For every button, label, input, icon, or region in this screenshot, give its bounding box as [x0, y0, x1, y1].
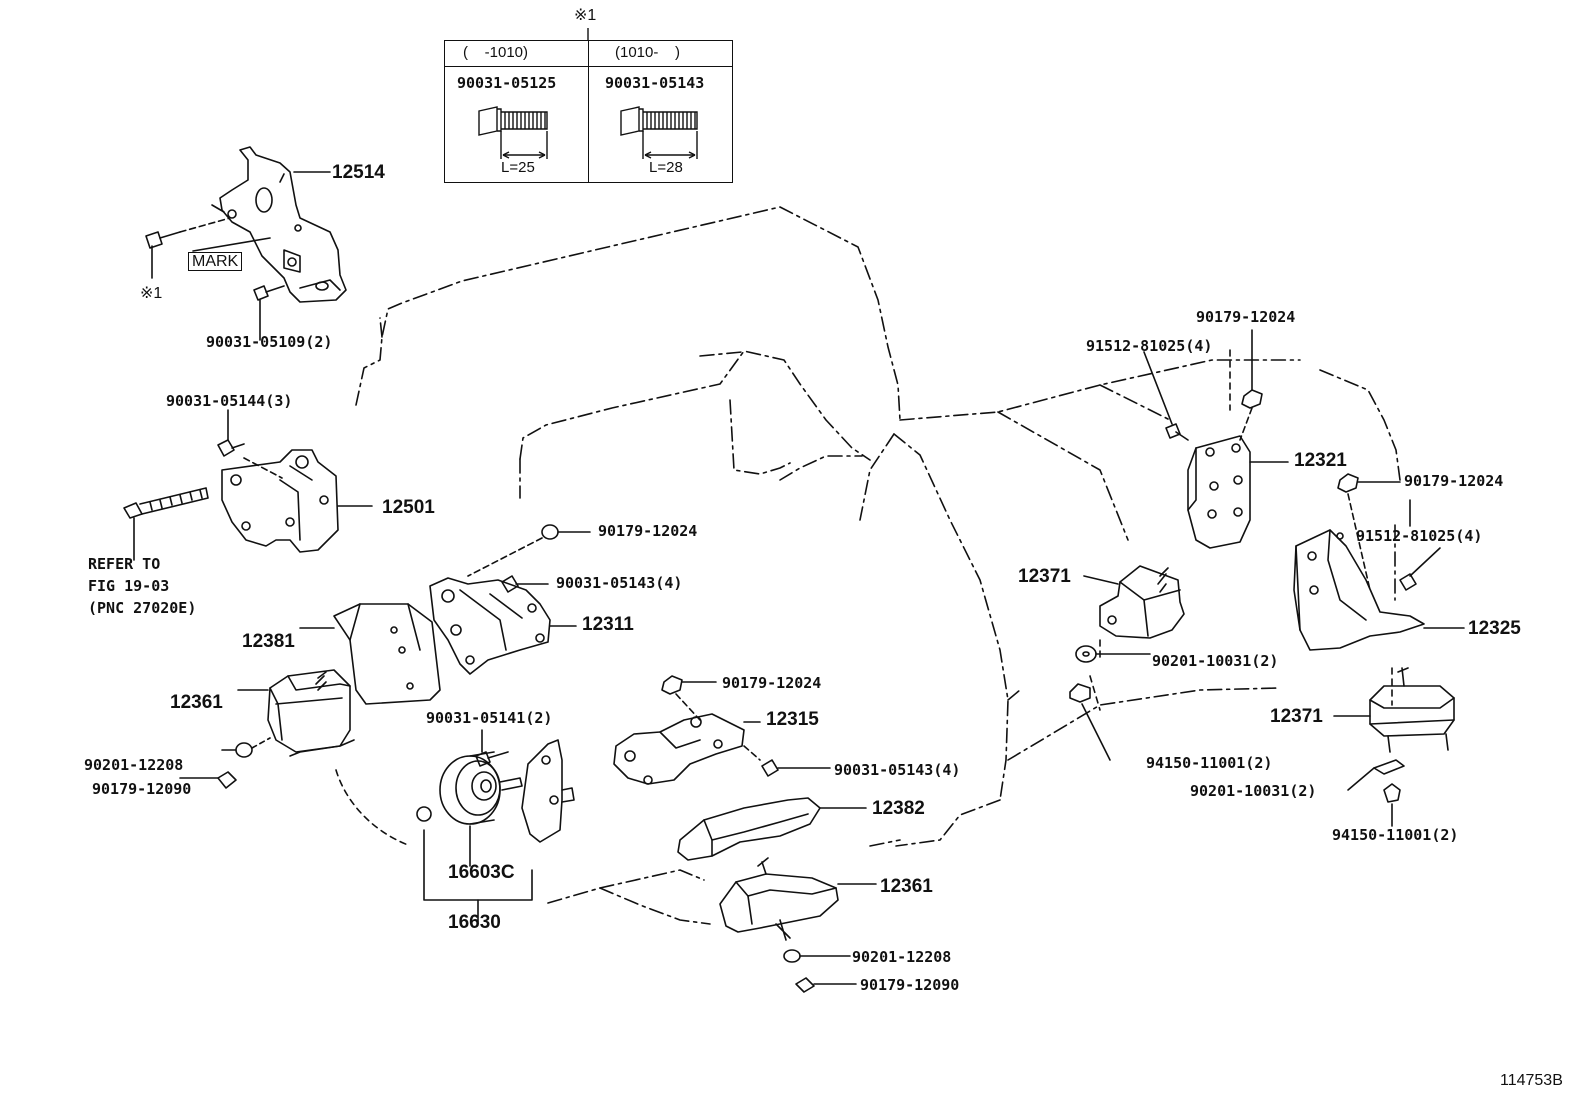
callout-12514: 12514 [332, 162, 385, 183]
callout-90179-12024-c: 90179-12024 [1196, 308, 1296, 326]
nut-90179-12024-c [1239, 329, 1263, 441]
callout-90179-12024-d: 90179-12024 [1404, 472, 1504, 490]
callout-94150-11001-b: 94150-11001(2) [1332, 826, 1459, 844]
callout-12381: 12381 [242, 631, 295, 652]
callout-90201-10031-a: 90201-10031(2) [1152, 652, 1279, 670]
bolt-91512-81025-a [1143, 351, 1189, 441]
bolt-90031-05143-b [743, 745, 831, 777]
table-col1-length: L=25 [501, 159, 535, 176]
nut-90179-12090-left [179, 771, 237, 789]
engine-outline [355, 206, 1401, 925]
callout-90201-12208-b: 90201-12208 [852, 948, 952, 966]
callout-mark: MARK [188, 252, 243, 271]
callout-90031-05144: 90031-05144(3) [166, 392, 293, 410]
bolt-asterisk1 [145, 217, 231, 279]
asterisk-leader [587, 28, 589, 40]
table-col1-header: ( -1010) [463, 44, 529, 61]
callout-12325: 12325 [1468, 618, 1521, 639]
callout-12311: 12311 [582, 614, 634, 635]
table-col2-part: 90031-05143 [605, 74, 705, 92]
table-divider [588, 41, 589, 182]
figure-id: 114753B [1500, 1072, 1563, 1089]
mount-12361-left [267, 669, 355, 757]
callout-90031-05143-b: 90031-05143(4) [834, 761, 961, 779]
callout-90031-05143-a: 90031-05143(4) [556, 574, 683, 592]
callout-90031-05109: 90031-05109(2) [206, 333, 333, 351]
callout-91512-81025-b: 91512-81025(4) [1356, 527, 1483, 545]
bracket-12315 [613, 713, 745, 785]
nut-90201-12208-b [783, 949, 851, 963]
callout-90031-05141: 90031-05141(2) [426, 709, 553, 727]
callout-90179-12024-a: 90179-12024 [598, 522, 698, 540]
long-bolt-refer [123, 487, 209, 561]
callout-16603C: 16603C [448, 862, 515, 883]
bracket-12311 [429, 577, 551, 675]
bracket-12321 [1187, 435, 1251, 549]
washer-90201-10031-b [1347, 759, 1405, 791]
table-bolt-drawings [478, 106, 698, 159]
nut-16630 [416, 806, 432, 822]
callout-90201-10031-b: 90201-10031(2) [1190, 782, 1317, 800]
callout-90179-12090-b: 90179-12090 [860, 976, 960, 994]
bolt-variant-table: ( -1010) (1010- ) 90031-05125 90031-0514… [444, 40, 733, 183]
insulator-12381 [333, 603, 441, 705]
nut-90179-12024-d [1337, 473, 1401, 591]
callout-12361-left: 12361 [170, 692, 223, 713]
bracket-16630 [521, 739, 575, 843]
washer-90201-10031-a [1075, 645, 1151, 663]
asterisk-note: ※1 [574, 7, 597, 24]
bolt-90031-05109 [253, 285, 285, 341]
callout-12361-bottom: 12361 [880, 876, 933, 897]
table-col2-length: L=28 [649, 159, 683, 176]
nut-90179-12090-b [795, 977, 857, 993]
callout-12371-center: 12371 [1018, 566, 1071, 587]
nut-90179-12024-b [661, 675, 717, 721]
mount-12361-bottom [719, 857, 839, 941]
nut-90179-12024-a [467, 524, 591, 577]
nut-94150-11001-b [1383, 783, 1401, 827]
bracket-12501 [221, 449, 339, 553]
mount-12371-center [1099, 565, 1185, 639]
callout-12321: 12321 [1294, 450, 1347, 471]
callout-refer-line2: FIG 19-03 [88, 577, 170, 595]
callout-refer-line1: REFER TO [88, 555, 161, 573]
callout-12371-right: 12371 [1270, 706, 1323, 727]
callout-90179-12090-a: 90179-12090 [92, 780, 192, 798]
callout-16630: 16630 [448, 912, 501, 933]
insulator-12382 [677, 797, 821, 861]
callout-refer-line3: (PNC 27020E) [88, 599, 197, 617]
nut-94150-11001-a [1069, 683, 1111, 761]
callout-12501: 12501 [382, 497, 435, 518]
bracket-12325 [1293, 529, 1425, 651]
nut-90201-12208-left [221, 737, 271, 758]
callout-12315: 12315 [766, 709, 819, 730]
bolt-91512-81025-b [1399, 547, 1441, 591]
bracket-12514 [211, 146, 347, 303]
callout-94150-11001-a: 94150-11001(2) [1146, 754, 1273, 772]
callout-90201-12208-a: 90201-12208 [84, 756, 184, 774]
mount-12371-right [1369, 667, 1455, 753]
bolt-90031-05141 [475, 729, 509, 767]
callout-91512-81025-a: 91512-81025(4) [1086, 337, 1213, 355]
callout-asterisk1: ※1 [140, 285, 163, 302]
callout-90179-12024-b: 90179-12024 [722, 674, 822, 692]
table-col1-part: 90031-05125 [457, 74, 557, 92]
bolt-90031-05144 [217, 409, 283, 479]
callout-12382: 12382 [872, 798, 925, 819]
table-col2-header: (1010- ) [615, 44, 681, 61]
bolt-90031-05143-a [501, 575, 549, 593]
